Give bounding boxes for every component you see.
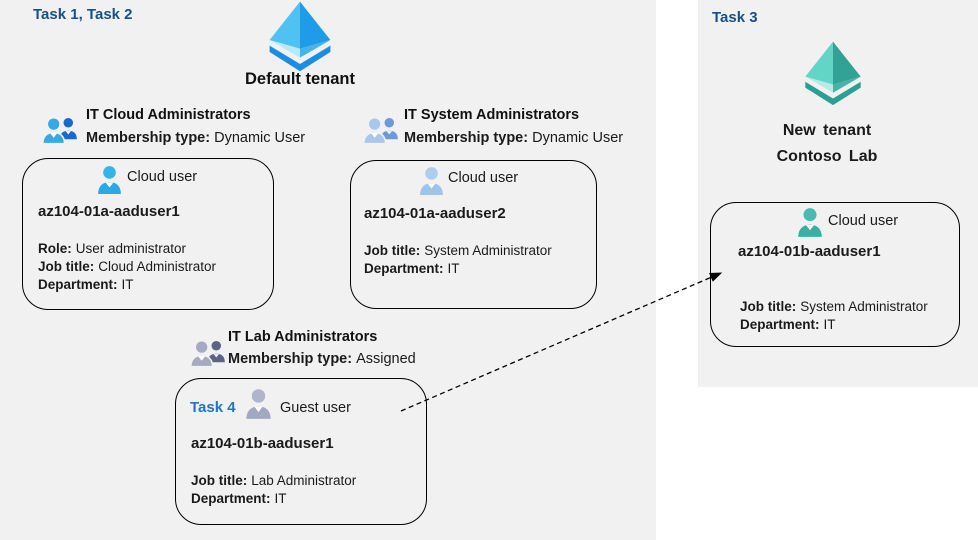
membership-value: Assigned [356,351,416,367]
group-title: IT Cloud Administrators [86,107,251,123]
user-type-label: Guest user [280,400,351,416]
user-card-guest: Task 4 Guest user az104-01b-aaduser1 Job… [175,378,427,525]
membership-value: Dynamic User [532,130,624,146]
task-4-label: Task 4 [190,399,236,416]
new-tenant-title-line1: New tenant [782,122,872,139]
membership-label: Membership type: [86,130,211,146]
membership-label: Membership type: [404,130,529,146]
new-tenant-title-line2: Contoso Lab [776,148,878,165]
cloud-user-icon [797,207,823,238]
user-type-label: Cloud user [448,170,519,186]
user-card: Cloud user az104-01a-aaduser2 Job title:… [350,160,597,309]
membership-type: Membership type:Dynamic User [86,130,305,146]
user-card: Cloud user az104-01a-aaduser1 Role:User … [22,158,274,310]
user-attributes: Job title:System Administrator Departmen… [364,243,552,276]
membership-type: Membership type:Dynamic User [404,130,623,146]
default-tenant-title: Default tenant [244,70,355,88]
user-type-label: Cloud user [127,169,198,185]
membership-label: Membership type: [228,351,353,367]
group-icon [42,114,78,145]
group-title: IT System Administrators [404,107,580,123]
user-attributes: Role:User administrator Job title:Cloud … [38,241,217,292]
user-type-label: Cloud user [828,213,899,229]
username: az104-01a-aaduser1 [38,203,180,220]
user-card: Cloud user az104-01b-aaduser1 Job title:… [710,202,960,347]
azure-ad-tenant-icon [261,0,339,72]
group-icon [190,337,226,368]
cloud-user-icon [97,165,122,195]
username: az104-01b-aaduser1 [191,435,334,452]
default-tenant-panel [0,0,656,540]
username: az104-01a-aaduser2 [364,205,506,222]
cloud-user-icon [419,166,444,196]
username: az104-01b-aaduser1 [738,243,881,260]
user-attributes: Job title:Lab Administrator Department:I… [191,473,357,506]
membership-type: Membership type:Assigned [228,351,416,367]
group-title: IT Lab Administrators [228,329,378,345]
task-1-2-label: Task 1, Task 2 [33,6,133,23]
task-3-label: Task 3 [712,9,758,26]
azure-ad-tenant-icon-teal [798,40,868,106]
user-attributes: Job title:System Administrator Departmen… [740,299,928,332]
membership-value: Dynamic User [214,130,306,146]
guest-user-icon [245,388,272,420]
group-icon [363,114,399,145]
